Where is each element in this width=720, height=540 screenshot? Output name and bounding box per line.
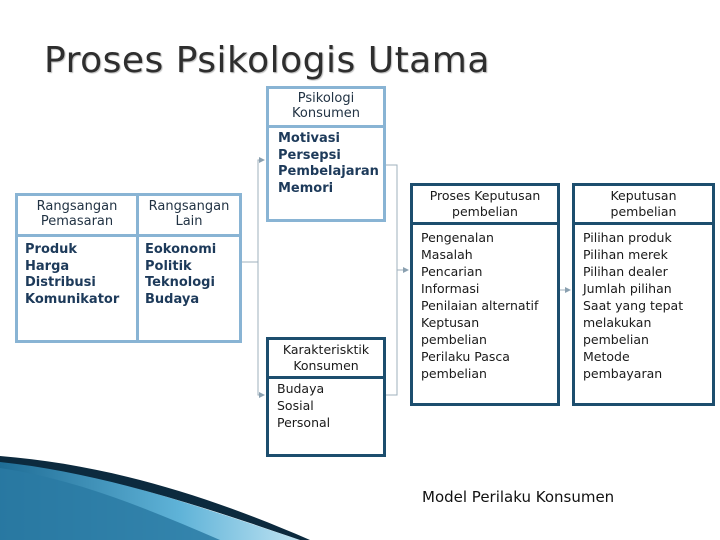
- list-item: Informasi: [421, 281, 480, 296]
- list-item: Teknologi: [145, 275, 215, 290]
- psikologi-header-line: Konsumen: [292, 106, 360, 121]
- header-line: pembelian: [452, 204, 518, 219]
- list-item: Pencarian: [421, 264, 483, 279]
- list-item: Pilihan produk: [583, 230, 672, 245]
- karakteristik-header: Karakterisktik Konsumen: [269, 342, 383, 374]
- divider: [413, 222, 557, 225]
- header-line: pembelian: [610, 204, 677, 219]
- karakteristik-konsumen-box: Karakterisktik Konsumen Budaya Sosial Pe…: [266, 337, 386, 457]
- header-line: Pemasaran: [40, 214, 114, 229]
- list-item: melakukan: [583, 315, 652, 330]
- rangsangan-pemasaran-header: Rangsangan Pemasaran: [18, 199, 136, 229]
- list-item: Jumlah pilihan: [583, 281, 672, 296]
- divider: [269, 376, 383, 379]
- list-item: Eokonomi: [145, 242, 217, 257]
- list-item: Metode: [583, 349, 630, 364]
- header-line: Rangsangan: [36, 199, 118, 214]
- list-item: Politik: [145, 258, 192, 274]
- divider: [136, 196, 139, 340]
- list-item: Produk: [25, 242, 78, 257]
- rangsangan-lain-header: Rangsangan Lain: [139, 199, 239, 229]
- proses-keputusan-items: Pengenalan Masalah Pencarian Informasi P…: [421, 229, 538, 382]
- list-item: Pengenalan: [421, 230, 494, 245]
- list-item: Personal: [277, 415, 331, 430]
- list-item: Keptusan: [421, 315, 480, 330]
- header-line: Proses Keputusan: [429, 188, 541, 203]
- list-item: Persepsi: [278, 147, 341, 163]
- rangsangan-pemasaran-items: Produk Harga Distribusi Komunikator: [25, 242, 119, 308]
- divider: [269, 125, 383, 128]
- list-item: Pilihan dealer: [583, 264, 668, 279]
- list-item: Memori: [278, 180, 334, 196]
- psikologi-konsumen-box: Psikologi Konsumen Motivasi Persepsi Pem…: [266, 86, 386, 222]
- header-line: Konsumen: [293, 358, 359, 373]
- decorative-wave: [0, 456, 310, 540]
- list-item: Distribusi: [25, 275, 96, 290]
- list-item: Pilihan merek: [583, 247, 668, 262]
- list-item: pembelian: [421, 366, 487, 381]
- list-item: pembelian: [421, 332, 487, 347]
- proses-keputusan-header: Proses Keputusan pembelian: [413, 188, 557, 220]
- list-item: Pembelajaran: [278, 164, 379, 179]
- header-line: Keputusan: [610, 188, 677, 203]
- rangsangan-header-row: [18, 196, 239, 237]
- header-line: Rangsangan: [148, 199, 230, 214]
- slide-title: Proses Psikologis Utama: [44, 40, 490, 81]
- list-item: Perilaku Pasca: [421, 349, 510, 364]
- psikologi-header-line: Psikologi: [297, 91, 355, 106]
- list-item: Motivasi: [278, 131, 340, 146]
- list-item: Harga: [25, 258, 70, 274]
- psikologi-header: Psikologi Konsumen: [269, 91, 383, 121]
- list-item: Penilaian alternatif: [421, 298, 539, 313]
- list-item: Saat yang tepat: [583, 298, 684, 313]
- rangsangan-lain-items: Eokonomi Politik Teknologi Budaya: [145, 242, 216, 308]
- list-item: pembelian: [583, 332, 649, 347]
- keputusan-pembelian-box: Keputusan pembelian Pilihan produk Pilih…: [572, 183, 715, 406]
- list-item: Budaya: [277, 381, 325, 396]
- list-item: Masalah: [421, 247, 473, 262]
- keputusan-pembelian-header: Keputusan pembelian: [575, 188, 712, 220]
- rangsangan-table: Rangsangan Pemasaran Rangsangan Lain Pro…: [15, 193, 242, 343]
- diagram-caption: Model Perilaku Konsumen: [422, 488, 615, 506]
- list-item: Budaya: [145, 291, 200, 307]
- karakteristik-items: Budaya Sosial Personal: [277, 380, 330, 431]
- list-item: Komunikator: [25, 291, 120, 307]
- list-item: pembayaran: [583, 366, 663, 381]
- keputusan-pembelian-items: Pilihan produk Pilihan merek Pilihan dea…: [583, 229, 683, 382]
- psikologi-items: Motivasi Persepsi Pembelajaran Memori: [278, 131, 379, 197]
- list-item: Sosial: [277, 398, 314, 413]
- header-line: Lain: [175, 214, 203, 229]
- header-line: Karakterisktik: [282, 342, 370, 357]
- divider: [575, 222, 712, 225]
- proses-keputusan-box: Proses Keputusan pembelian Pengenalan Ma…: [410, 183, 560, 406]
